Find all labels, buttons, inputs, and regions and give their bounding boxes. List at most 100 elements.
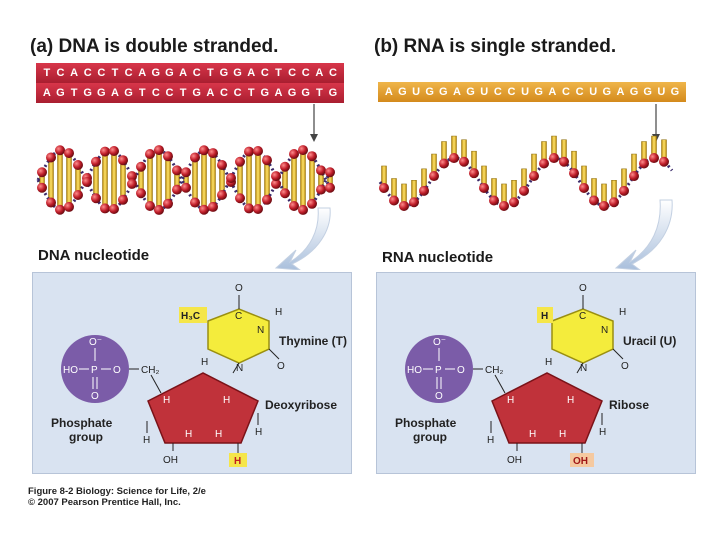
sugar-ball — [154, 145, 164, 156]
rna-zoom-arrow — [614, 199, 673, 270]
rna-single-helix — [378, 135, 674, 211]
sugar-ball — [172, 165, 182, 176]
base-letter: C — [192, 67, 201, 79]
panel-a-title-text: DNA is double stranded. — [58, 36, 279, 57]
base-pair-rod — [264, 159, 270, 201]
dna-zoom-arrow — [274, 207, 331, 270]
methyl-label: H₃C — [181, 311, 200, 322]
sugar-ball — [280, 188, 290, 199]
svg-text:H: H — [559, 429, 566, 440]
phosphate-label-1: Phosphate — [395, 416, 457, 430]
base-letter: T — [111, 67, 119, 79]
sugar-ball — [109, 203, 119, 214]
base-letter: C — [328, 67, 337, 79]
sugar-ball — [73, 160, 83, 170]
sugar-ball — [659, 156, 669, 167]
caption-line-1: Figure 8-2 Biology: Science for Life, 2/… — [28, 486, 206, 497]
dna-2prime-h: H — [234, 456, 241, 467]
base-letter: C — [288, 67, 297, 79]
base-pair-rod — [210, 152, 216, 208]
base-letter: G — [670, 86, 680, 98]
uracil-label: Uracil (U) — [623, 334, 676, 348]
base-letter: C — [165, 87, 174, 99]
sugar-ball — [55, 145, 65, 156]
sugar-ball — [539, 158, 549, 169]
sugar-ball — [271, 178, 281, 189]
base-pair-rod — [102, 151, 108, 209]
base-pair-rod — [120, 159, 126, 201]
base-letter: G — [151, 67, 161, 79]
sugar-ball — [235, 193, 245, 204]
svg-text:H: H — [215, 429, 222, 440]
sugar-ball — [73, 190, 83, 200]
base-pair-rod — [66, 152, 72, 208]
svg-text:HO: HO — [407, 365, 422, 376]
sugar-ball — [118, 194, 128, 205]
svg-text:H: H — [143, 435, 150, 446]
sugar-ball — [91, 193, 101, 204]
sugar-ball — [145, 200, 155, 211]
sugar-ball — [289, 200, 299, 211]
svg-text:H: H — [275, 307, 282, 318]
methyl-highlight — [179, 307, 207, 323]
base-letter: G — [56, 87, 65, 99]
svg-text:H: H — [567, 395, 574, 406]
sugar-ball — [629, 171, 639, 182]
base-letter: G — [602, 86, 612, 98]
figure-caption: Figure 8-2 Biology: Science for Life, 2/… — [28, 486, 206, 508]
sugar-ball — [529, 171, 539, 182]
sugar-ball — [55, 204, 65, 215]
svg-text:O: O — [235, 283, 243, 294]
sugar-ball — [145, 149, 155, 160]
phosphate-o-top: O⁻ — [89, 337, 102, 348]
base-letter: G — [165, 67, 174, 79]
sugar-ball — [307, 198, 317, 209]
base-pair-rod — [255, 150, 261, 210]
sugar-ball — [389, 195, 399, 206]
sugar-ball — [559, 156, 569, 167]
sugar-ball — [469, 168, 479, 179]
phosphate-p: P — [91, 365, 98, 376]
base-letter: G — [192, 87, 201, 99]
sugar-ball — [569, 168, 579, 179]
sugar-ball — [154, 204, 164, 215]
sugar-ball — [619, 185, 629, 196]
svg-text:O: O — [435, 391, 443, 402]
sugar-ball — [419, 185, 429, 196]
svg-text:N: N — [580, 363, 587, 374]
svg-text:N: N — [236, 363, 243, 374]
sugar-ball — [253, 146, 263, 157]
sugar-ball — [163, 151, 173, 162]
base-letter: U — [412, 86, 421, 98]
base-letter: A — [247, 67, 256, 79]
sugar-ball — [271, 171, 281, 182]
base-letter: G — [260, 87, 270, 99]
sugar-ball — [325, 167, 335, 178]
base-letter: A — [616, 86, 625, 98]
rna-nucleotide-diagram: O⁻ HO P O O Phosphate group CH₂ H H H H … — [395, 283, 676, 467]
dna-2prime-highlight — [229, 453, 247, 467]
base-letter: A — [179, 67, 188, 79]
ribose-label: Ribose — [609, 398, 649, 412]
base-letter: G — [83, 87, 92, 99]
phosphate-ho: HO — [63, 365, 78, 376]
svg-text:H: H — [487, 435, 494, 446]
sugar-ball — [649, 153, 659, 164]
base-letter: T — [315, 87, 323, 99]
svg-text:O⁻: O⁻ — [433, 337, 446, 348]
base-letter: C — [493, 86, 502, 98]
sugar-ball — [325, 182, 335, 193]
svg-text:C: C — [579, 311, 586, 322]
sugar-ball — [64, 201, 74, 212]
sugar-ball — [316, 184, 326, 195]
base-pair-rod — [246, 151, 252, 209]
base-pair-rod — [309, 155, 315, 205]
svg-text:N: N — [257, 325, 264, 336]
sugar-ball — [208, 201, 218, 212]
sugar-ball — [37, 182, 47, 193]
svg-text:CH₂: CH₂ — [485, 365, 503, 376]
sugar-ball — [549, 153, 559, 164]
